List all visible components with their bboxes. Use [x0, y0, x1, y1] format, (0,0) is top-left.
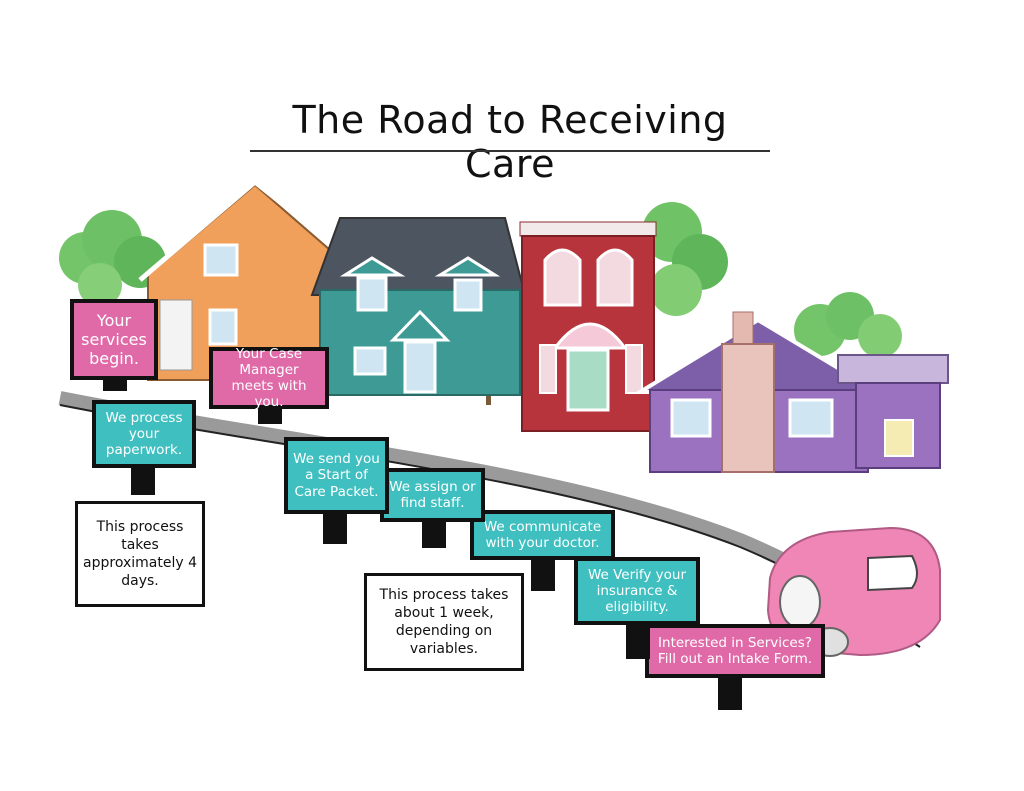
sign-post — [323, 508, 347, 544]
sign-interested-in-services: Interested in Services? Fill out an Inta… — [645, 624, 825, 678]
tree-far-right — [794, 292, 902, 358]
note-approximately-four-days: This process takes approximately 4 days. — [75, 501, 205, 607]
sign-assign-staff: We assign or find staff. — [380, 468, 485, 522]
teal-house — [310, 217, 527, 396]
sign-services-begin: Your services begin. — [70, 299, 158, 380]
sign-verify-insurance: We Verify your insurance & eligibility. — [574, 557, 700, 625]
sign-process-paperwork: We process your paperwork. — [92, 400, 196, 468]
sign-communicate-doctor: We communicate with your doctor. — [470, 510, 615, 560]
tree-left — [59, 210, 166, 307]
sign-case-manager: Your Case Manager meets with you. — [209, 346, 329, 410]
red-house — [519, 221, 657, 432]
sign-start-of-care-packet: We send you a Start of Care Packet. — [284, 437, 389, 514]
sign-post — [718, 672, 742, 710]
page-title: The Road to Receiving Care — [292, 98, 728, 186]
tree-right-back — [642, 202, 728, 316]
purple-house — [632, 311, 949, 473]
note-about-one-week: This process takes about 1 week, dependi… — [364, 573, 524, 671]
title-underline — [250, 150, 770, 152]
